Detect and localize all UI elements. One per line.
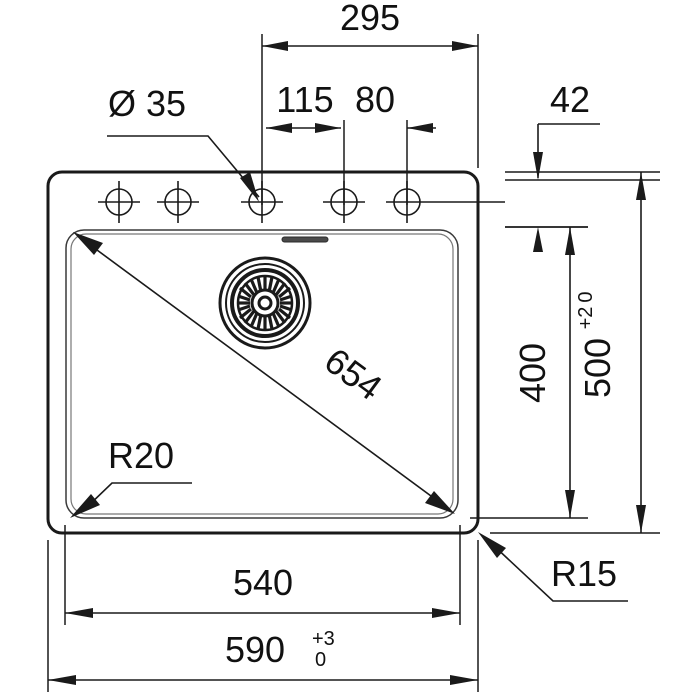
- dimension-diameter-35: Ø 35: [107, 83, 260, 202]
- tap-hole: [241, 181, 283, 223]
- tap-hole: [98, 181, 140, 223]
- sink-inner-bowl: [65, 229, 459, 519]
- dimension-r15-label: R15: [551, 553, 617, 594]
- tap-hole: [157, 181, 199, 223]
- drain-strainer: [218, 256, 312, 350]
- dimension-115-label: 115: [276, 79, 333, 120]
- dimension-590: 590 +3 0: [47, 540, 479, 692]
- sink-outer-body: [46, 170, 480, 535]
- dimension-500-tolerance-upper: +2: [575, 307, 597, 330]
- dimension-654-label: 654: [317, 340, 390, 409]
- dimension-500-label: 500: [577, 338, 618, 398]
- dimension-590-label: 590: [225, 629, 285, 670]
- drain-slots: [237, 276, 293, 330]
- dimension-590-tolerance-upper: +3: [312, 628, 335, 650]
- overflow-slot: [281, 236, 329, 243]
- dimension-r20-label: R20: [108, 435, 174, 476]
- dimension-400: 400: [470, 226, 588, 519]
- dimension-590-tolerance-lower: 0: [315, 649, 326, 671]
- dimension-115: 115: [266, 79, 345, 205]
- dimension-80-label: 80: [355, 79, 395, 120]
- dimension-42: 42: [505, 79, 660, 252]
- dimension-540: 540: [64, 525, 461, 625]
- dimension-80: 80: [355, 79, 436, 205]
- tap-hole: [323, 181, 365, 223]
- dimension-500-tolerance-lower: 0: [575, 291, 597, 302]
- dimension-400-label: 400: [512, 343, 553, 403]
- tap-hole-group: [98, 181, 505, 223]
- dimension-r20: R20: [70, 435, 192, 518]
- dimension-r15: R15: [478, 532, 628, 602]
- dimension-500: 500 +2 0: [490, 171, 660, 534]
- dimension-295: 295: [261, 0, 479, 205]
- tap-hole: [386, 181, 428, 223]
- dimension-540-label: 540: [233, 562, 293, 603]
- dimension-295-label: 295: [340, 0, 400, 38]
- dimension-42-label: 42: [550, 79, 590, 120]
- dimension-diameter-35-label: Ø 35: [108, 83, 186, 124]
